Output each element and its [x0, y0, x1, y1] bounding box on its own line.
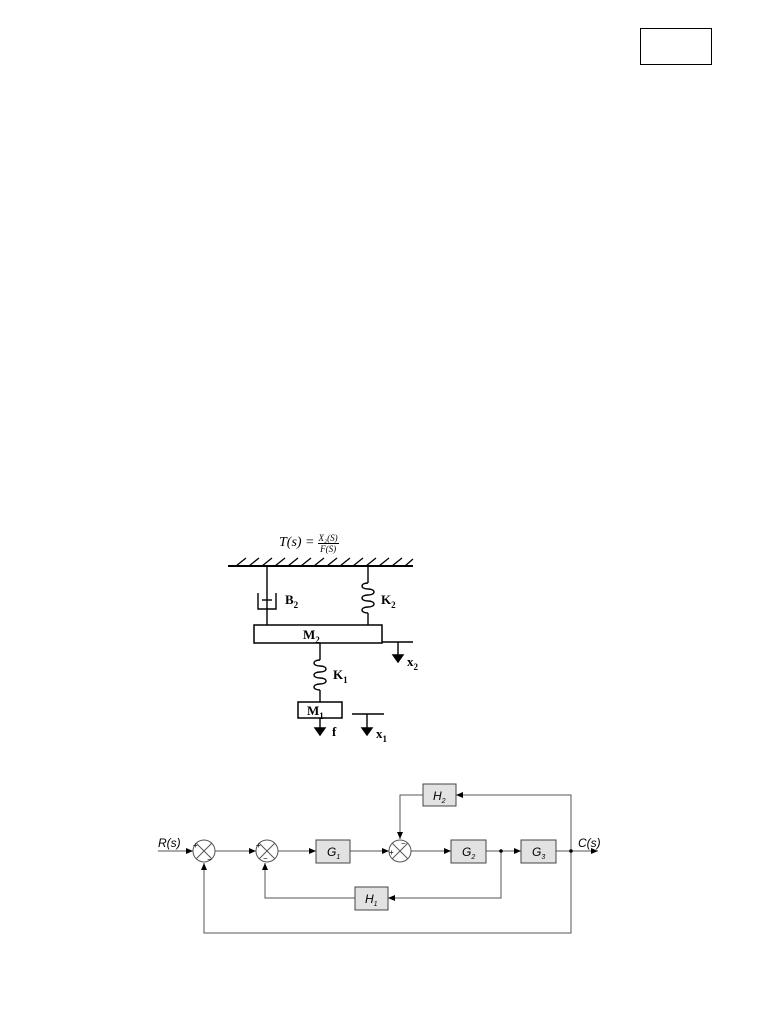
equation-fraction: X₂(S) F(S) [317, 532, 339, 554]
branch-point-g2 [499, 849, 503, 853]
block-g1: G1 [315, 839, 351, 864]
transfer-function-equation: T(s) = X₂(S) F(S) [279, 528, 339, 558]
svg-text:H1: H1 [365, 892, 378, 908]
damper-b2 [257, 566, 277, 625]
sj1-plus-sign: + [193, 841, 198, 850]
spring-k1 [313, 643, 327, 702]
svg-text:G1: G1 [327, 845, 340, 861]
spring-k1-label: K1 [333, 667, 348, 685]
summing-junction-1 [192, 839, 216, 863]
input-label: R(s) [158, 836, 181, 850]
damper-label: B2 [285, 592, 299, 610]
mass-m2 [253, 624, 383, 644]
svg-text:G2: G2 [462, 845, 475, 861]
x2-label: x2 [407, 654, 419, 672]
x1-label: x1 [376, 726, 388, 744]
equation-numerator: X₂(S) [317, 532, 339, 544]
sj3-minus-sign: − [401, 839, 406, 848]
equation-denominator: F(S) [320, 543, 337, 554]
sj3-plus-sign: + [389, 848, 394, 857]
x2-displacement-arrow [382, 641, 413, 664]
sj2-minus-sign: − [263, 854, 268, 863]
output-label: C(s) [578, 836, 601, 850]
sj1-minus-sign: − [207, 855, 212, 864]
mass-m2-label: M2 [303, 627, 320, 645]
mass-m1-label: M1 [307, 703, 324, 721]
spring-k2-label: K2 [381, 592, 396, 610]
signal-lines [158, 792, 598, 934]
block-g2: G2 [450, 839, 487, 864]
page-number-box [640, 28, 712, 65]
force-arrow [313, 718, 327, 737]
block-h1: H1 [354, 886, 389, 911]
equation-lhs: T(s) = [279, 535, 315, 550]
summing-junction-2 [255, 839, 279, 863]
x1-displacement-arrow [352, 713, 384, 737]
svg-text:G3: G3 [532, 845, 545, 861]
spring-k2 [361, 566, 375, 625]
sj2-plus-sign: + [256, 841, 261, 850]
summing-junction-3 [388, 839, 412, 863]
force-label: f [332, 724, 337, 739]
block-h2: H2 [422, 783, 457, 807]
svg-text:H2: H2 [433, 789, 446, 805]
ground-hatch [228, 557, 414, 567]
block-g3: G3 [520, 839, 557, 864]
branch-point-output [569, 849, 573, 853]
